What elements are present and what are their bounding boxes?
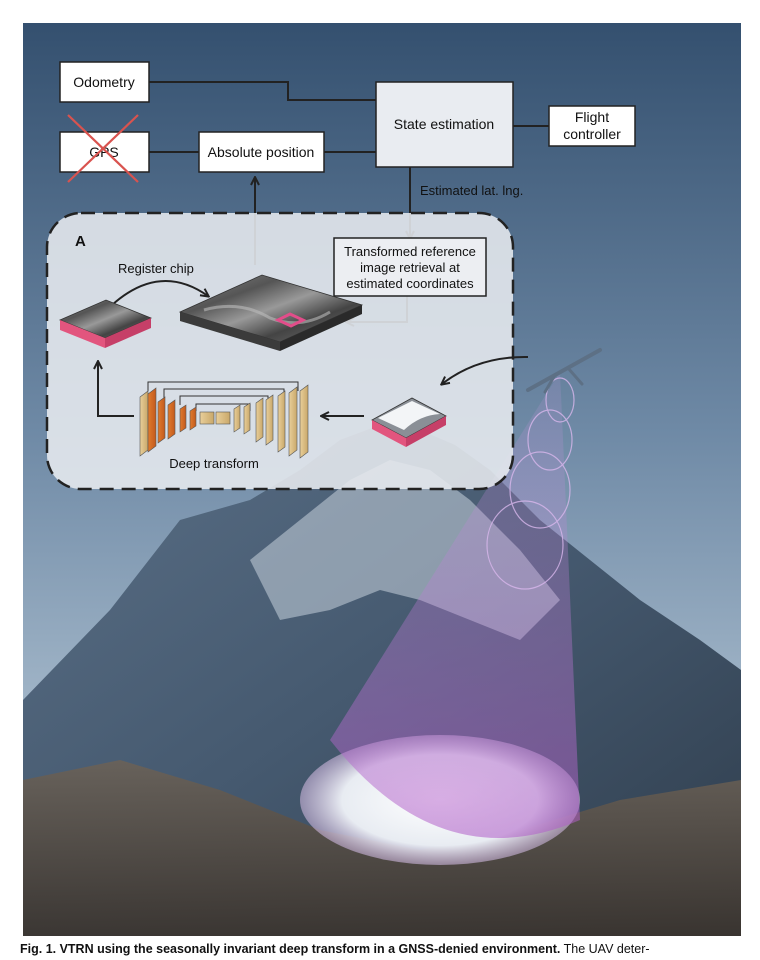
retrieval-label-1: Transformed reference: [344, 244, 476, 259]
reference-map-tile: [178, 274, 364, 351]
aircraft-to-chip-arrow: [442, 355, 529, 384]
beam-rings: [486, 377, 575, 590]
retrieval-box: [333, 237, 487, 297]
register-chip-arrow: [111, 280, 208, 306]
retrieval-label-2: image retrieval at: [360, 260, 460, 275]
caption-title: Fig. 1. VTRN using the seasonally invari…: [20, 942, 561, 956]
estimated-coordinates-label: Estimated lat. lng.: [420, 183, 523, 198]
network-to-chip-arrow: [98, 362, 134, 417]
flight-controller-label-2: controller: [563, 126, 621, 142]
absolute-position-label: Absolute position: [208, 144, 315, 160]
state-estimation-box: [375, 81, 514, 168]
mountain-scene: [23, 23, 741, 936]
image-chip: [58, 299, 153, 348]
odometry-label: Odometry: [73, 74, 134, 90]
flight-controller-box: [548, 105, 636, 147]
input-chip: [371, 397, 447, 447]
figure-caption: Fig. 1. VTRN using the seasonally invari…: [20, 942, 760, 960]
gps-box: [59, 131, 150, 173]
gps-cross-icon: [67, 114, 139, 183]
caption-text: The UAV deter-: [560, 942, 650, 956]
odometry-box: [59, 61, 150, 103]
panel-a: A Transformed reference image retrieval …: [45, 211, 529, 491]
aircraft-icon: [526, 348, 602, 394]
absolute-position-box: [198, 131, 325, 173]
panel-a-label: A: [75, 233, 86, 250]
register-chip-label: Register chip: [118, 261, 194, 276]
deep-transform-label: Deep transform: [169, 456, 259, 471]
registered-chip-marker: [274, 312, 307, 328]
state-estimation-label: State estimation: [394, 116, 494, 132]
deep-transform-network: [139, 381, 309, 459]
flight-controller-label-1: Flight: [575, 109, 609, 125]
sensor-beam: [330, 372, 580, 838]
retrieval-label-3: estimated coordinates: [346, 276, 474, 291]
